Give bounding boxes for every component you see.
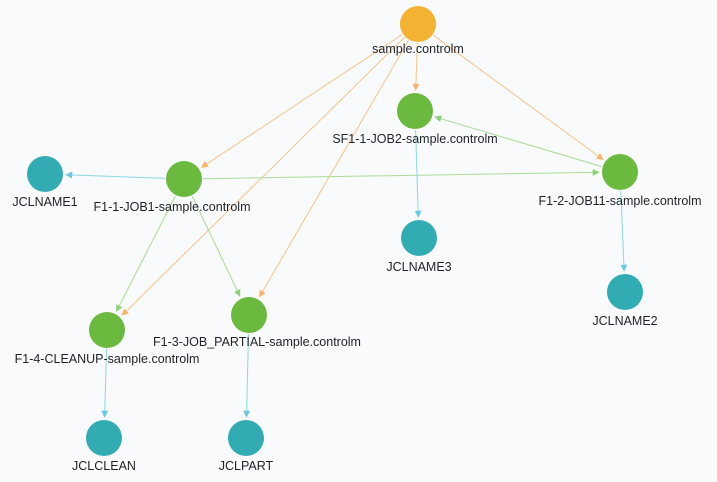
node-circle-jcl1[interactable] — [27, 156, 63, 192]
node-circle-f14[interactable] — [89, 312, 125, 348]
node-circle-f13[interactable] — [231, 297, 267, 333]
edge-root-to-sf1 — [412, 42, 420, 91]
edge-f11-to-f14 — [116, 195, 176, 312]
node-label-jcl1: JCLNAME1 — [12, 195, 77, 209]
edge-f11-to-jcl1 — [65, 171, 166, 179]
node-circle-f12[interactable] — [602, 154, 638, 190]
nodes-layer: sample.controlmSF1-1-JOB2-sample.control… — [12, 6, 702, 473]
node-f11[interactable]: F1-1-JOB1-sample.controlm — [94, 161, 251, 214]
node-f13[interactable]: F1-3-JOB_PARTIAL-sample.controlm — [153, 297, 361, 349]
node-circle-jclpart[interactable] — [228, 420, 264, 456]
node-label-root: sample.controlm — [372, 42, 464, 56]
node-jcl3[interactable]: JCLNAME3 — [386, 220, 452, 274]
node-sf1[interactable]: SF1-1-JOB2-sample.controlm — [332, 93, 498, 146]
edge-f11-to-f12 — [202, 168, 600, 180]
node-jclclean[interactable]: JCLCLEAN — [72, 420, 136, 473]
edge-root-to-f14 — [121, 36, 405, 316]
node-label-jclclean: JCLCLEAN — [72, 459, 136, 473]
node-label-jcl2: JCLNAME2 — [592, 314, 657, 328]
node-circle-root[interactable] — [400, 6, 436, 42]
node-circle-jclclean[interactable] — [86, 420, 122, 456]
edge-f12-to-sf1 — [434, 115, 602, 168]
edge-f11-to-f13 — [191, 195, 241, 297]
edges-layer — [65, 34, 628, 418]
node-label-jcl3: JCLNAME3 — [386, 260, 451, 274]
node-root[interactable]: sample.controlm — [372, 6, 464, 56]
node-label-f12: F1-2-JOB11-sample.controlm — [538, 194, 701, 208]
node-jclpart[interactable]: JCLPART — [219, 420, 274, 473]
node-circle-jcl2[interactable] — [607, 274, 643, 310]
node-label-f13: F1-3-JOB_PARTIAL-sample.controlm — [153, 335, 361, 349]
edge-root-to-f11 — [200, 34, 403, 168]
edge-sf1-to-jcl3 — [414, 129, 422, 218]
node-label-sf1: SF1-1-JOB2-sample.controlm — [332, 132, 497, 146]
node-circle-sf1[interactable] — [397, 93, 433, 129]
node-label-f11: F1-1-JOB1-sample.controlm — [94, 200, 251, 214]
node-label-f14: F1-4-CLEANUP-sample.controlm — [15, 352, 200, 366]
node-circle-f11[interactable] — [166, 161, 202, 197]
edge-f12-to-jcl2 — [620, 190, 628, 272]
node-circle-jcl3[interactable] — [401, 220, 437, 256]
node-f14[interactable]: F1-4-CLEANUP-sample.controlm — [15, 312, 200, 366]
node-jcl1[interactable]: JCLNAME1 — [12, 156, 78, 209]
node-jcl2[interactable]: JCLNAME2 — [592, 274, 658, 328]
edge-root-to-f13 — [259, 40, 409, 298]
node-label-jclpart: JCLPART — [219, 459, 274, 473]
edge-f13-to-jclpart — [243, 333, 251, 418]
node-f12[interactable]: F1-2-JOB11-sample.controlm — [538, 154, 702, 208]
edge-root-to-f12 — [433, 34, 604, 161]
edge-f14-to-jclclean — [101, 348, 109, 418]
